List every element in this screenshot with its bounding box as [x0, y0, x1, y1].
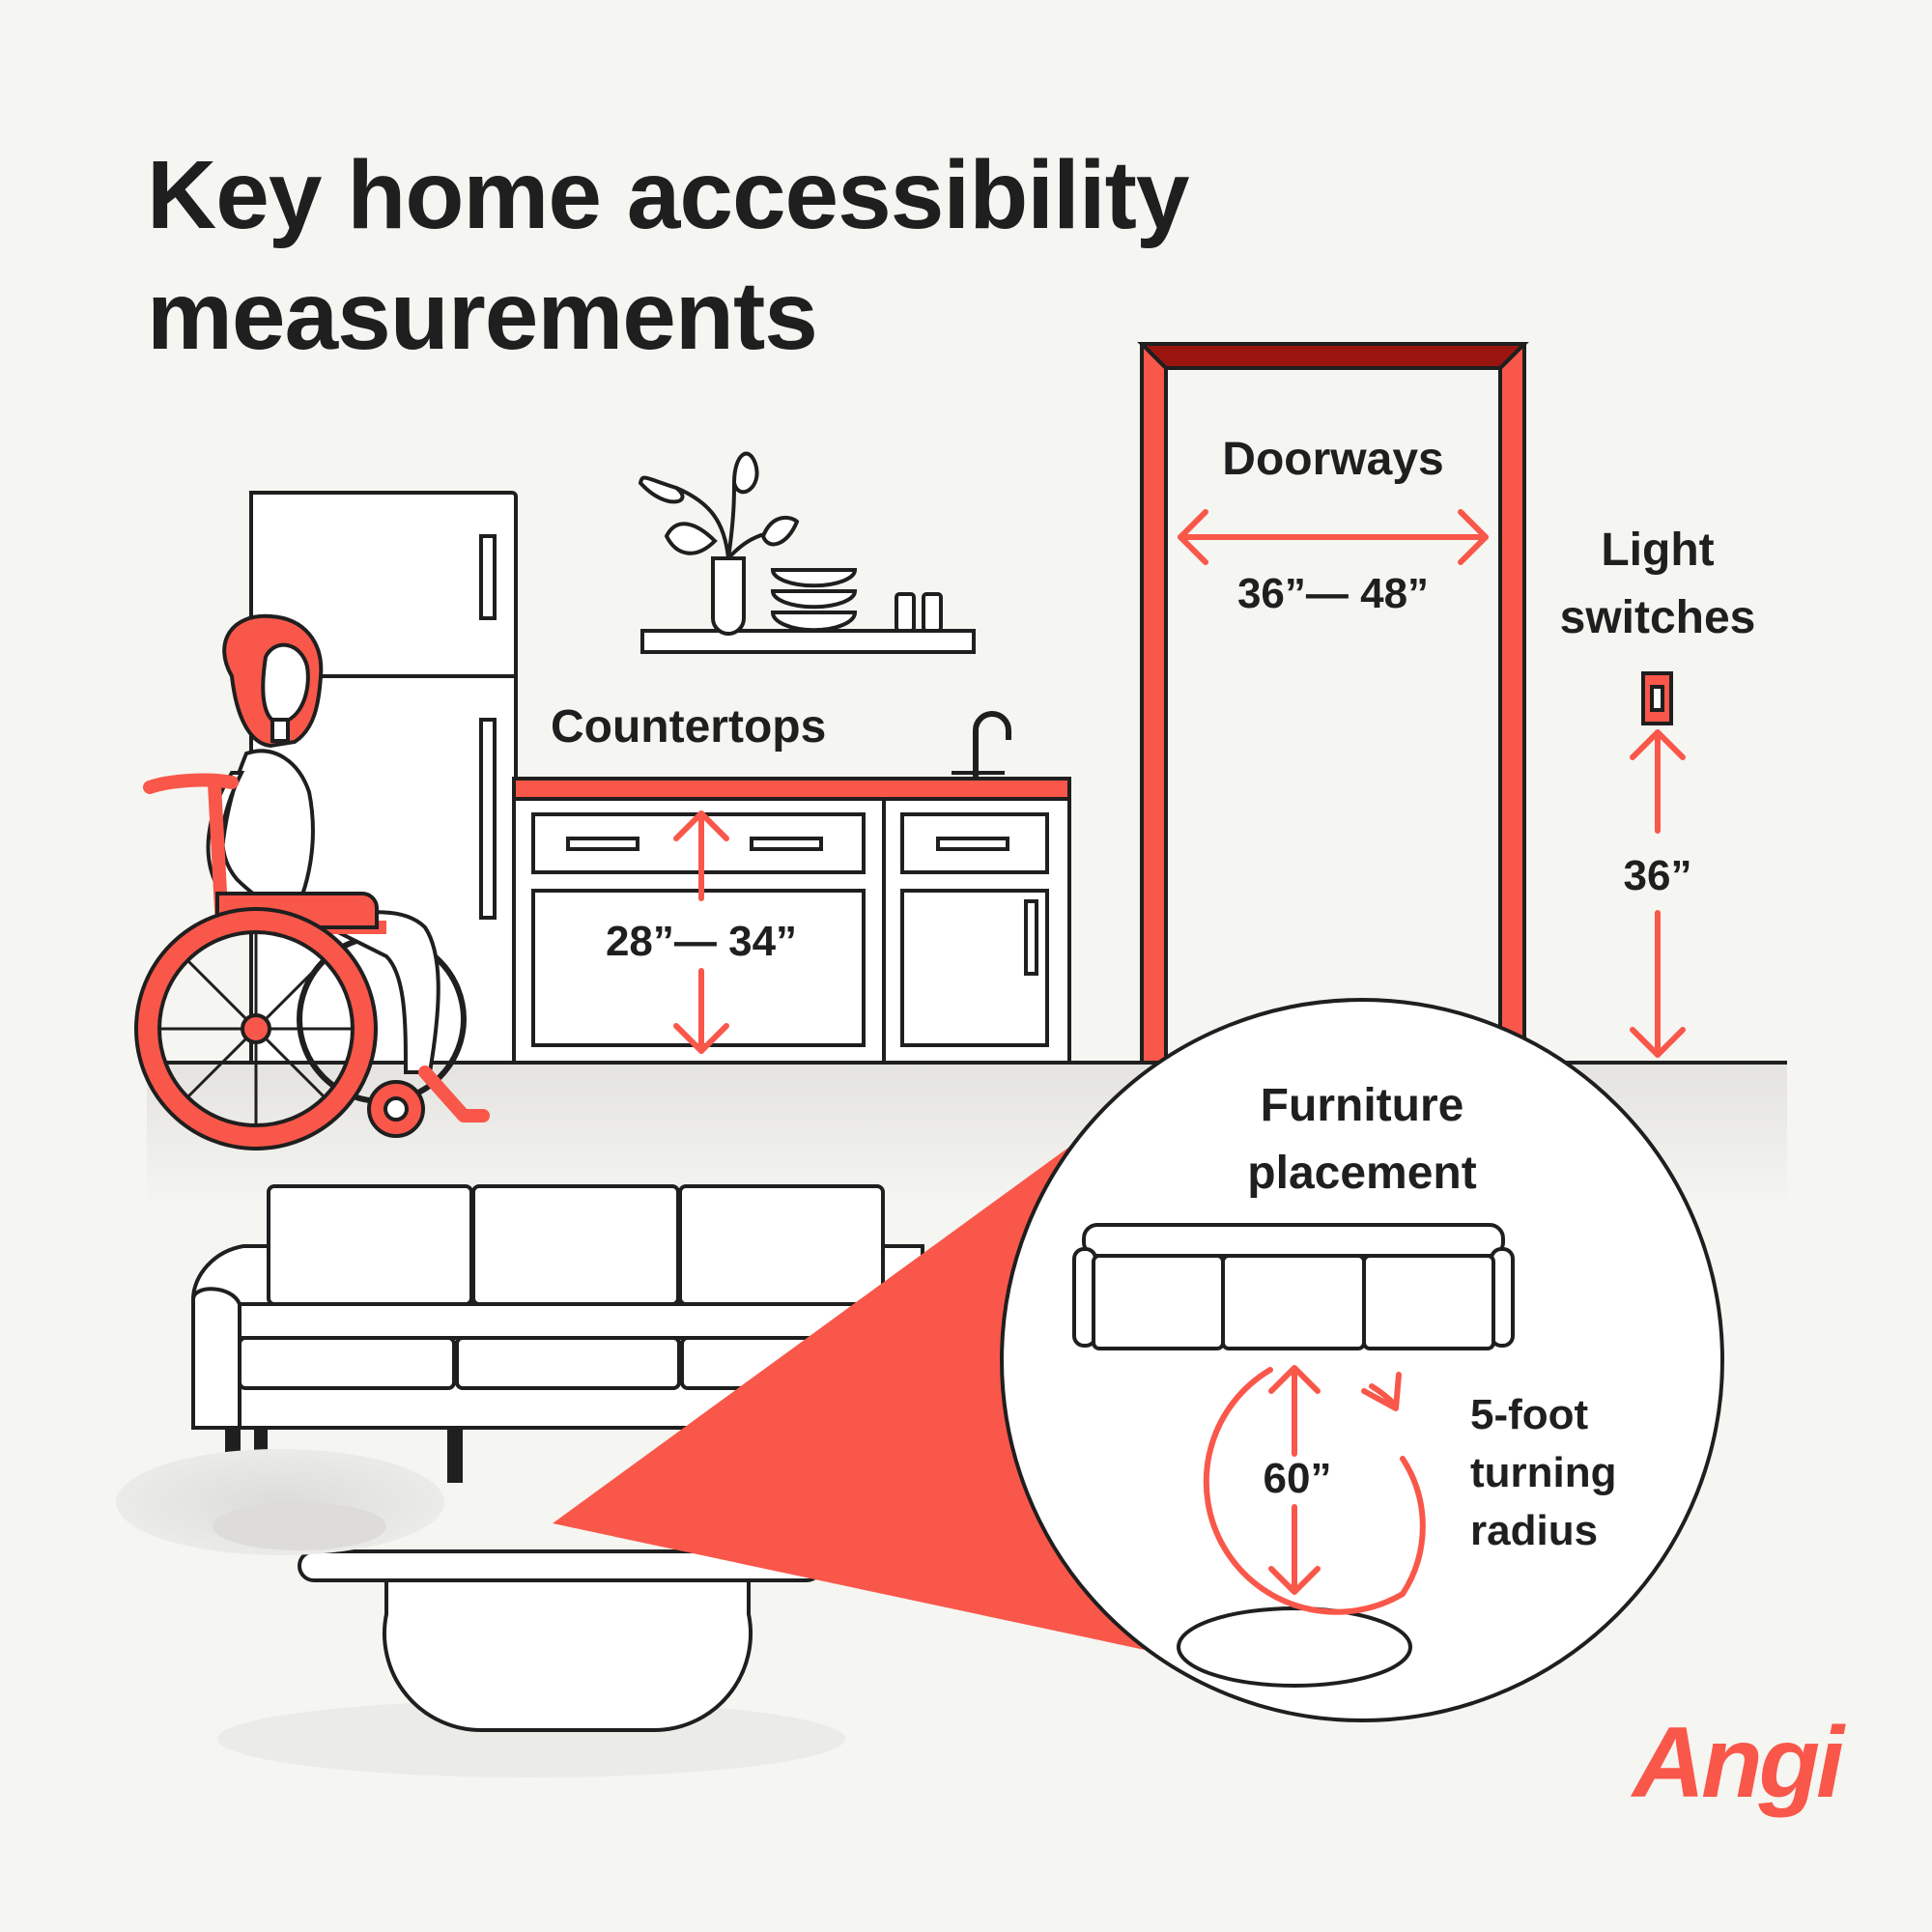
wall-shelf: [638, 451, 976, 654]
faucet-icon: [973, 711, 1011, 779]
page-title-line1: Key home accessibility: [147, 141, 1190, 249]
turning-label-line3: radius: [1470, 1507, 1599, 1554]
countertop: [512, 777, 1071, 801]
light-switch: [1641, 671, 1673, 725]
vase: [711, 556, 746, 636]
furniture-label-line1: Furniture: [1260, 1080, 1464, 1131]
turning-label-line2: turning: [1470, 1449, 1617, 1496]
countertops-range: 28”— 34”: [605, 918, 798, 965]
turning-label-line1: 5-foot: [1470, 1391, 1589, 1438]
light-switches-height: 36”: [1623, 852, 1692, 899]
doorways-label: Doorways: [1222, 434, 1444, 485]
furniture-label-line2: placement: [1247, 1148, 1477, 1199]
wheelchair-user: [116, 613, 490, 1555]
table-top-view: [1177, 1606, 1412, 1688]
light-switches-label-line2: switches: [1559, 592, 1756, 643]
turning-value: 60”: [1263, 1455, 1332, 1502]
cup-icon: [895, 592, 916, 633]
refrigerator: [249, 491, 518, 1065]
doorways-range: 36”— 48”: [1236, 570, 1430, 617]
kitchen-cabinets: [512, 711, 1071, 1065]
countertops-label: Countertops: [551, 701, 827, 753]
coffee-table: [217, 1549, 845, 1777]
doorway: [1137, 342, 1529, 1065]
bowls-icon: [770, 568, 858, 633]
measurement-arrows: [673, 509, 1686, 1058]
page-title-line2: measurements: [147, 262, 818, 370]
wheel: [137, 910, 375, 1148]
light-switches-label-line1: Light: [1601, 525, 1715, 576]
angi-logo: Angi: [1633, 1707, 1844, 1819]
sofa-top-view: [1072, 1223, 1515, 1350]
page-title: Key home accessibility measurements: [147, 135, 1403, 377]
furniture-placement-bubble: [1000, 998, 1724, 1722]
turning-radius-icon: [1203, 1365, 1426, 1615]
